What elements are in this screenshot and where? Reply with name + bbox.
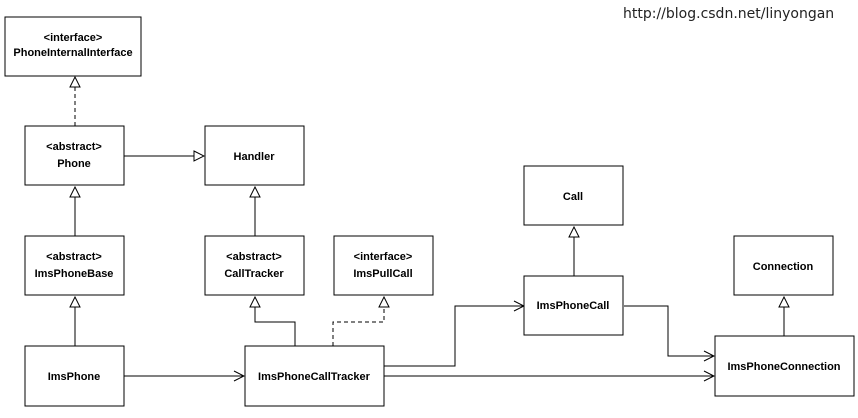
stereotype-label: <abstract> (46, 251, 102, 263)
class-ims-phone-connection: ImsPhoneConnection (714, 335, 855, 397)
association-imsphonecalltracker-to-imsphonecall (384, 306, 524, 367)
class-phone-internal-interface: <interface> PhoneInternalInterface (4, 16, 142, 77)
class-ims-phone-call-tracker: ImsPhoneCallTracker (244, 345, 385, 407)
class-name: PhoneInternalInterface (13, 47, 132, 59)
class-name: Phone (57, 158, 91, 170)
generalization-imsphonecalltracker-to-calltracker (255, 297, 296, 346)
class-ims-phone-base: <abstract> ImsPhoneBase (24, 235, 125, 296)
class-name: Handler (234, 151, 276, 163)
connectors (75, 77, 784, 376)
class-phone: <abstract> Phone (24, 125, 125, 186)
class-ims-pull-call: <interface> ImsPullCall (333, 235, 434, 296)
stereotype-label: <interface> (44, 32, 103, 44)
realization-imsphonecalltracker-to-imspullcall (332, 297, 384, 346)
class-call-tracker: <abstract> CallTracker (204, 235, 305, 296)
class-handler: Handler (204, 125, 305, 186)
watermark-url: http://blog.csdn.net/linyongan (623, 6, 835, 22)
class-connection: Connection (733, 235, 834, 296)
stereotype-label: <abstract> (226, 251, 282, 263)
association-imsphonecall-to-imsphoneconnection (624, 305, 714, 356)
class-name: ImsPhoneBase (35, 268, 114, 280)
class-name: ImsPhoneCall (537, 300, 610, 312)
class-name: ImsPullCall (353, 268, 412, 280)
class-call: Call (523, 165, 624, 226)
class-name: Call (563, 191, 583, 203)
class-ims-phone: ImsPhone (24, 345, 125, 407)
class-name: ImsPhoneConnection (727, 361, 840, 373)
class-name: CallTracker (224, 268, 284, 280)
class-name: ImsPhone (48, 371, 101, 383)
class-ims-phone-call: ImsPhoneCall (523, 275, 624, 336)
class-name: ImsPhoneCallTracker (258, 371, 371, 383)
stereotype-label: <abstract> (46, 141, 102, 153)
stereotype-label: <interface> (354, 251, 413, 263)
class-name: Connection (753, 261, 814, 273)
